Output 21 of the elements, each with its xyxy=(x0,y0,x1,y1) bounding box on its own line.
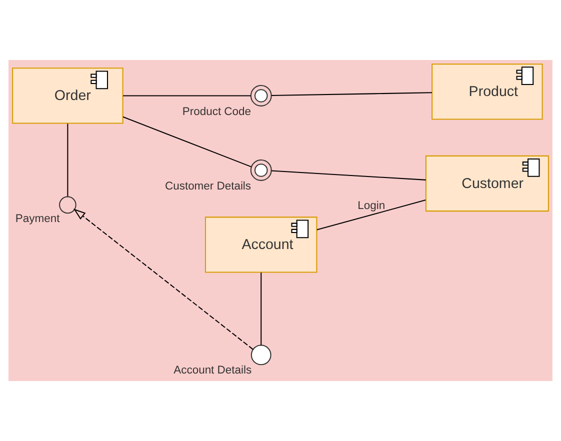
connector xyxy=(122,116,252,168)
node-label: Customer Details xyxy=(165,180,252,192)
connector xyxy=(67,124,68,196)
arrow xyxy=(73,208,254,350)
connector xyxy=(123,95,251,96)
node-circle xyxy=(250,160,272,181)
connector xyxy=(271,92,432,96)
node-label: Product Code xyxy=(182,106,252,118)
node-box: Customer xyxy=(425,155,549,212)
node-label: Payment xyxy=(15,213,60,226)
node-box: Account xyxy=(204,216,318,273)
connector xyxy=(316,200,426,230)
node-box: Product xyxy=(432,64,543,120)
node-box: Order xyxy=(12,68,124,124)
connector xyxy=(260,272,262,346)
node-circle xyxy=(250,344,272,366)
node-arc xyxy=(59,196,76,214)
node-label: Account Details xyxy=(174,364,252,377)
connector xyxy=(271,170,426,180)
node-circle xyxy=(250,85,272,106)
edge-label: Login xyxy=(358,200,386,212)
